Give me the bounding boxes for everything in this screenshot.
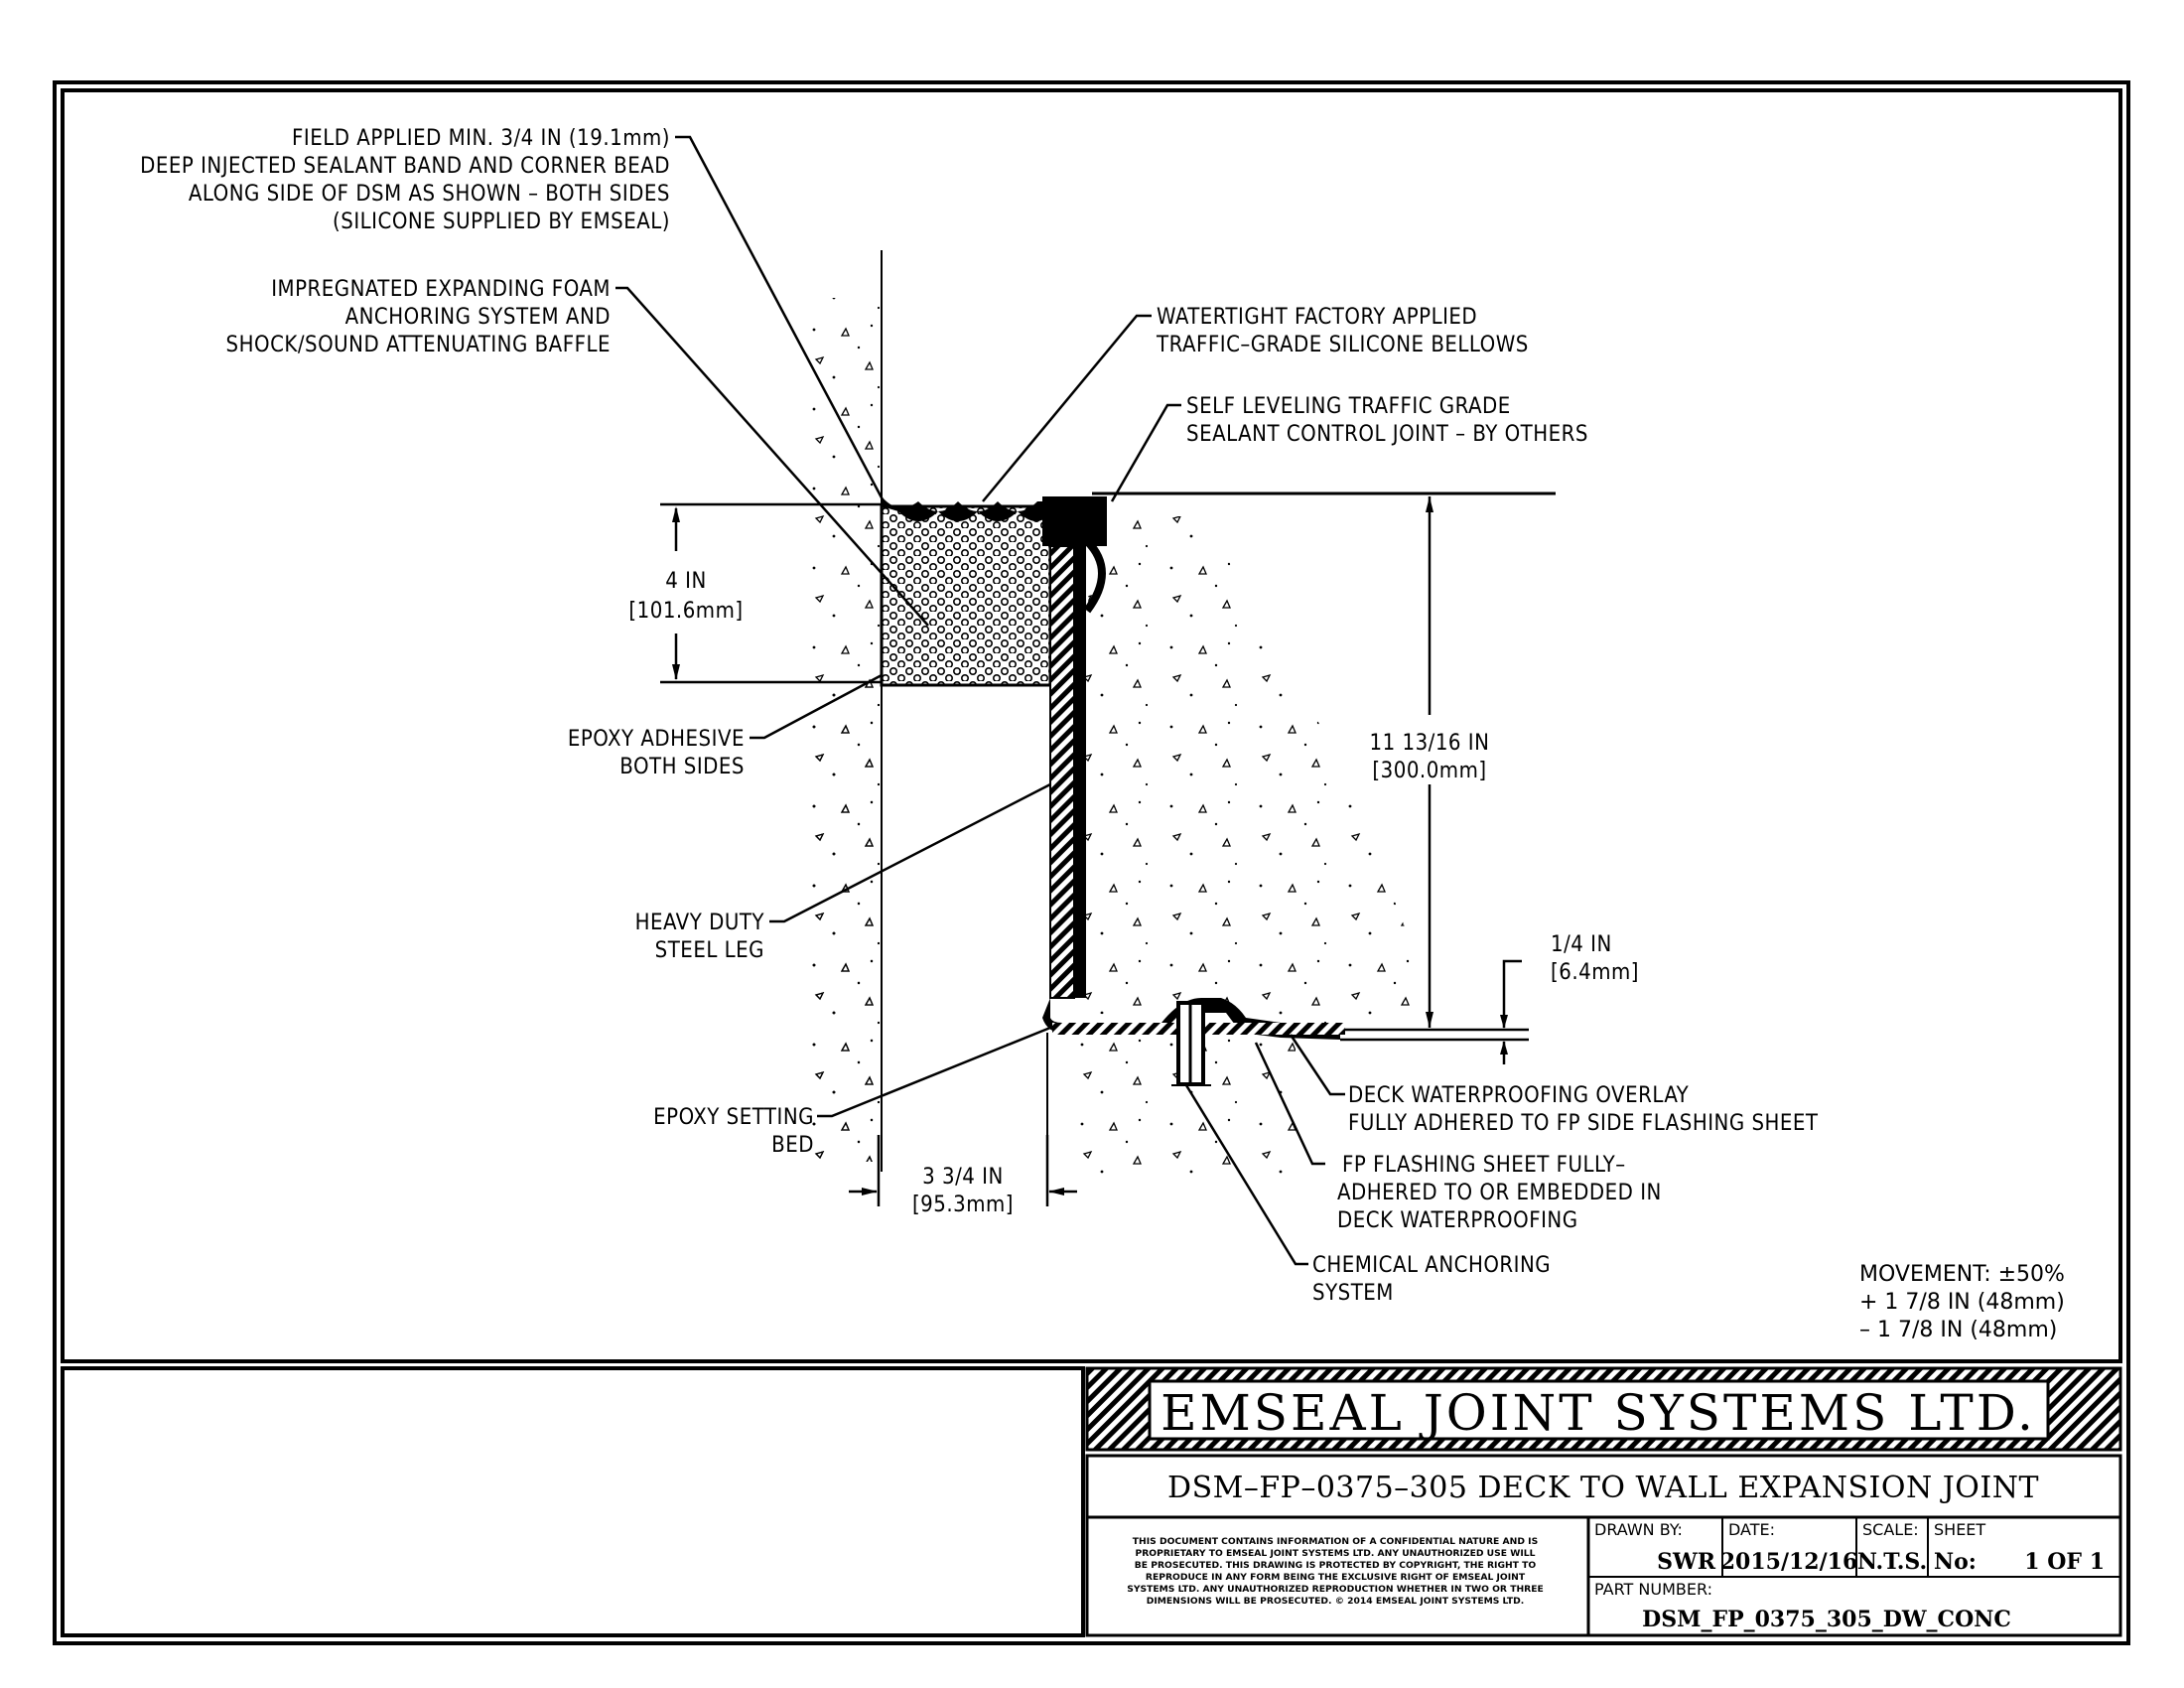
callout-line: DEEP INJECTED SEALANT BAND AND CORNER BE… bbox=[140, 154, 670, 179]
dimension-width: 3 3/4 IN [95.3mm] bbox=[912, 1165, 1014, 1217]
foam-anchoring-block bbox=[880, 496, 1052, 687]
callout-line: EPOXY ADHESIVE bbox=[568, 727, 745, 752]
callout-line: TRAFFIC–GRADE SILICONE BELLOWS bbox=[1156, 333, 1529, 357]
callout-line: EPOXY SETTING bbox=[653, 1105, 814, 1130]
concrete-deck bbox=[1067, 516, 1430, 1177]
callout-self-leveling-sealant: SELF LEVELING TRAFFIC GRADE SEALANT CONT… bbox=[1186, 394, 1588, 447]
callout-fp-flashing-sheet: FP FLASHING SHEET FULLY– ADHERED TO OR E… bbox=[1337, 1153, 1662, 1233]
callout-line: SHOCK/SOUND ATTENUATING BAFFLE bbox=[226, 333, 611, 357]
drawing-title: DSM–FP–0375–305 DECK TO WALL EXPANSION J… bbox=[1167, 1471, 2039, 1505]
date-label: DATE: bbox=[1728, 1520, 1775, 1539]
dimension-depth: 4 IN [101.6mm] bbox=[628, 569, 743, 624]
company-name: EMSEAL JOINT SYSTEMS LTD. bbox=[1160, 1384, 2036, 1442]
date-value: 2015/12/16 bbox=[1720, 1549, 1858, 1575]
dimension-value-metric: [95.3mm] bbox=[912, 1193, 1014, 1217]
callout-line: DECK WATERPROOFING OVERLAY bbox=[1348, 1083, 1690, 1108]
callout-line: BOTH SIDES bbox=[619, 755, 745, 779]
dimension-value-metric: [6.4mm] bbox=[1551, 960, 1639, 985]
callout-line: SELF LEVELING TRAFFIC GRADE bbox=[1186, 394, 1511, 419]
callout-silicone-bellows: WATERTIGHT FACTORY APPLIED TRAFFIC–GRADE… bbox=[1156, 305, 1529, 357]
dimension-value-imperial: 4 IN bbox=[665, 569, 707, 594]
notice-line: DIMENSIONS WILL BE PROSECUTED. © 2014 EM… bbox=[1147, 1596, 1525, 1607]
callout-line: ALONG SIDE OF DSM AS SHOWN – BOTH SIDES bbox=[189, 182, 670, 207]
notice-line: PROPRIETARY TO EMSEAL JOINT SYSTEMS LTD.… bbox=[1136, 1548, 1536, 1559]
dimension-lines bbox=[660, 496, 1522, 1206]
callout-chemical-anchoring: CHEMICAL ANCHORING SYSTEM bbox=[1312, 1253, 1551, 1306]
dimension-value-metric: [101.6mm] bbox=[628, 599, 743, 624]
sheet-frame bbox=[53, 80, 2130, 1645]
chemical-anchor bbox=[1171, 1001, 1211, 1086]
dimension-value-imperial: 1/4 IN bbox=[1551, 932, 1612, 957]
part-number-label: PART NUMBER: bbox=[1594, 1580, 1712, 1599]
dimension-height: 11 13/16 IN [300.0mm] bbox=[1370, 731, 1490, 783]
sheet-value: 1 OF 1 bbox=[2024, 1549, 2105, 1575]
callout-line: SEALANT CONTROL JOINT – BY OTHERS bbox=[1186, 422, 1588, 447]
movement-plus: + 1 7/8 IN (48mm) bbox=[1859, 1290, 2065, 1315]
callout-steel-leg: HEAVY DUTY STEEL LEG bbox=[635, 911, 765, 963]
callout-line: FIELD APPLIED MIN. 3/4 IN (19.1mm) bbox=[292, 126, 670, 151]
callout-line: DECK WATERPROOFING bbox=[1337, 1208, 1578, 1233]
callout-line: ANCHORING SYSTEM AND bbox=[345, 305, 611, 330]
dimension-value-imperial: 3 3/4 IN bbox=[922, 1165, 1004, 1190]
callout-line: HEAVY DUTY bbox=[635, 911, 765, 935]
confidentiality-notice: THIS DOCUMENT CONTAINS INFORMATION OF A … bbox=[1127, 1536, 1544, 1607]
title-block: EMSEAL JOINT SYSTEMS LTD. DSM–FP–0375–30… bbox=[1085, 1366, 2122, 1637]
drawn-by-value: SWR bbox=[1657, 1549, 1716, 1575]
callout-line: BED bbox=[771, 1133, 814, 1158]
movement-note: MOVEMENT: ±50% + 1 7/8 IN (48mm) – 1 7/8… bbox=[1859, 1262, 2065, 1342]
callout-deck-waterproofing-overlay: DECK WATERPROOFING OVERLAY FULLY ADHERED… bbox=[1348, 1083, 1819, 1136]
movement-rating: MOVEMENT: ±50% bbox=[1859, 1262, 2065, 1287]
callout-field-applied-sealant: FIELD APPLIED MIN. 3/4 IN (19.1mm) DEEP … bbox=[140, 126, 670, 234]
scale-value: N.T.S. bbox=[1857, 1549, 1927, 1575]
callout-line: FULLY ADHERED TO FP SIDE FLASHING SHEET bbox=[1348, 1111, 1819, 1136]
dimension-thickness: 1/4 IN [6.4mm] bbox=[1551, 932, 1639, 985]
leader-lines bbox=[615, 135, 1345, 1266]
callout-epoxy-setting-bed: EPOXY SETTING BED bbox=[653, 1105, 814, 1158]
movement-minus: – 1 7/8 IN (48mm) bbox=[1859, 1318, 2057, 1342]
callout-line: ADHERED TO OR EMBEDDED IN bbox=[1337, 1181, 1662, 1205]
callout-line: IMPREGNATED EXPANDING FOAM bbox=[271, 277, 611, 302]
notice-line: SYSTEMS LTD. ANY UNAUTHORIZED REPRODUCTI… bbox=[1127, 1584, 1544, 1595]
notice-line: BE PROSECUTED. THIS DRAWING IS PROTECTED… bbox=[1135, 1560, 1537, 1571]
dimension-value-imperial: 11 13/16 IN bbox=[1370, 731, 1490, 756]
drawn-by-label: DRAWN BY: bbox=[1594, 1520, 1683, 1539]
part-number-value: DSM_FP_0375_305_DW_CONC bbox=[1642, 1607, 2011, 1632]
concrete-wall bbox=[794, 298, 882, 1162]
sheet-no-label: No: bbox=[1934, 1549, 1977, 1575]
callout-line: SYSTEM bbox=[1312, 1281, 1394, 1306]
callout-line: (SILICONE SUPPLIED BY EMSEAL) bbox=[333, 210, 670, 234]
callout-line: STEEL LEG bbox=[655, 938, 764, 963]
callout-impregnated-foam: IMPREGNATED EXPANDING FOAM ANCHORING SYS… bbox=[226, 277, 611, 357]
callout-line: CHEMICAL ANCHORING bbox=[1312, 1253, 1551, 1278]
callout-line: WATERTIGHT FACTORY APPLIED bbox=[1157, 305, 1477, 330]
notice-line: THIS DOCUMENT CONTAINS INFORMATION OF A … bbox=[1133, 1536, 1538, 1547]
callout-epoxy-adhesive: EPOXY ADHESIVE BOTH SIDES bbox=[568, 727, 745, 779]
notice-line: REPRODUCE IN ANY FORM BEING THE EXCLUSIV… bbox=[1146, 1572, 1526, 1583]
scale-label: SCALE: bbox=[1862, 1520, 1919, 1539]
dimension-value-metric: [300.0mm] bbox=[1372, 759, 1486, 783]
callout-line: FP FLASHING SHEET FULLY– bbox=[1342, 1153, 1626, 1178]
sheet-label: SHEET bbox=[1934, 1520, 1985, 1539]
